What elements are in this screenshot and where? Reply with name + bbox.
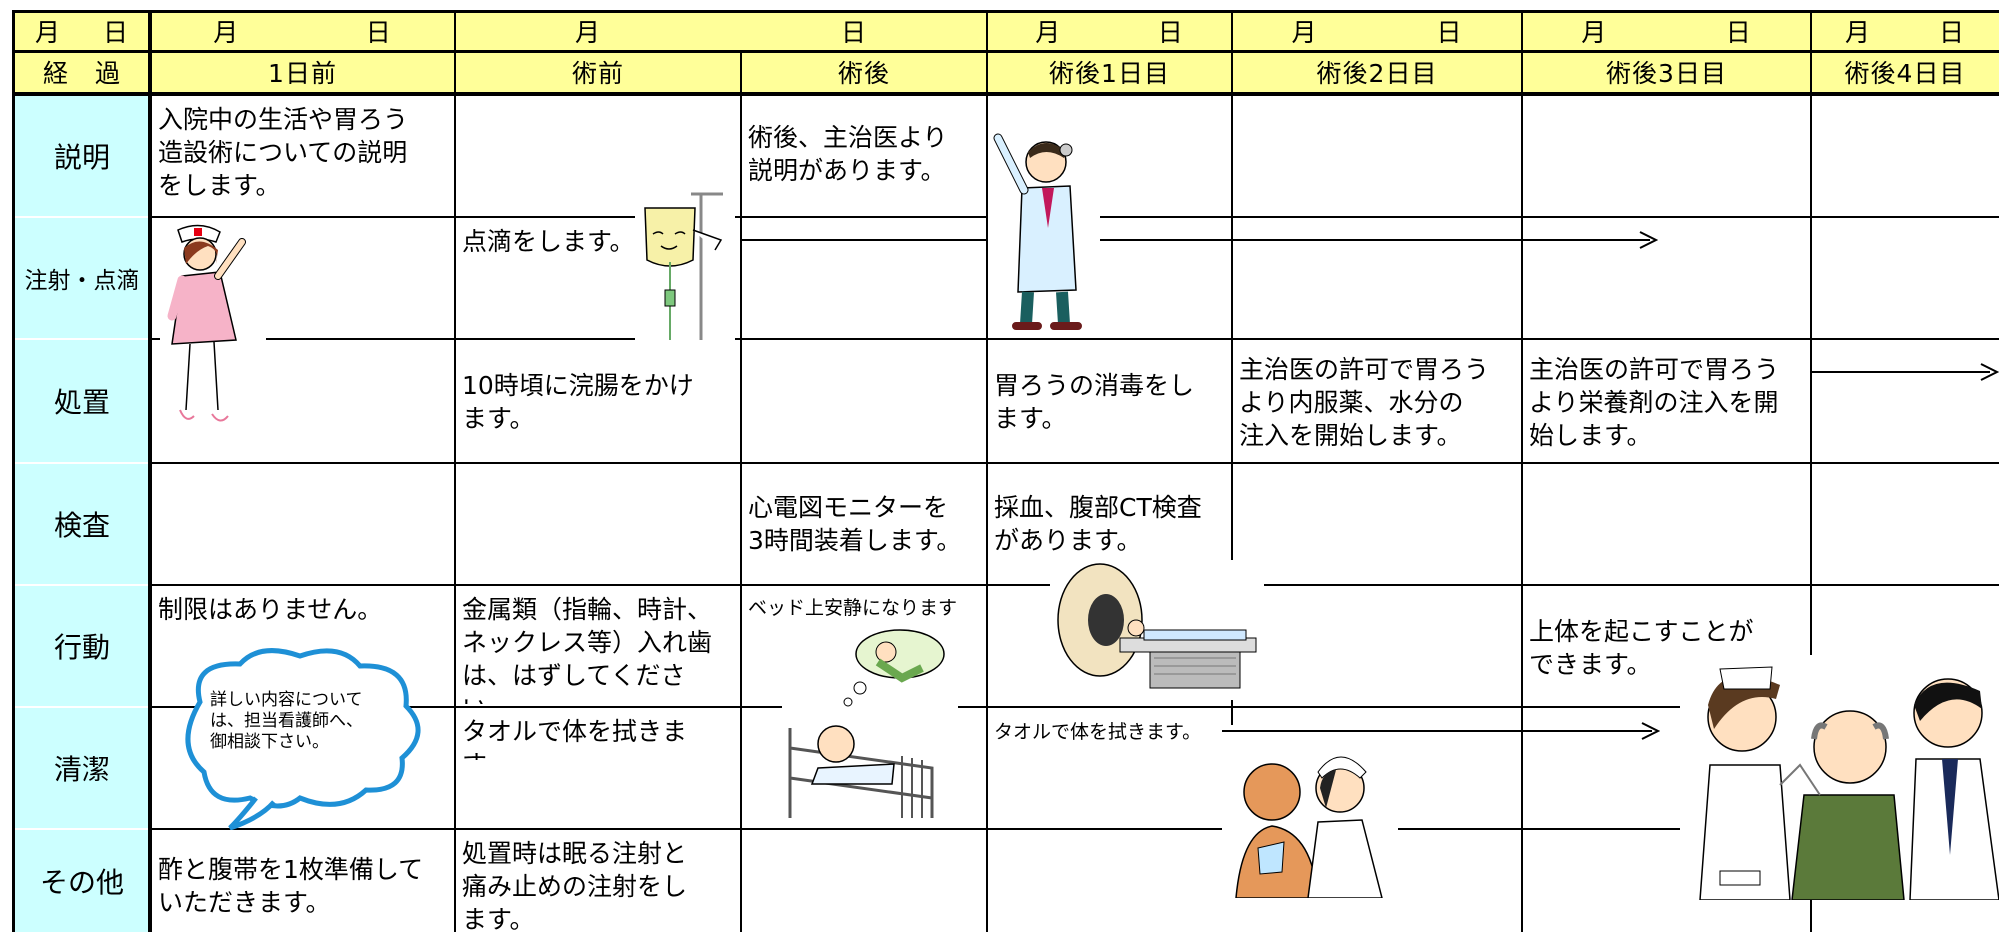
- grid-line: [1810, 96, 1812, 656]
- header-date-col3: 月日: [987, 12, 1232, 50]
- grid-line: [986, 10, 988, 96]
- grid-line: [1521, 10, 1523, 96]
- arrow-line: [1100, 239, 1650, 241]
- header-post-op-day4: 術後4日目: [1811, 52, 1999, 92]
- month-label: 月: [574, 18, 601, 47]
- month-label: 月: [1581, 18, 1608, 47]
- month-label: 月: [1291, 18, 1318, 47]
- cell-hygiene-pre-op: タオルで体を拭きます。: [462, 717, 688, 760]
- grid-line: [150, 338, 1999, 340]
- header-date-col1: 月日: [150, 12, 455, 50]
- bed-patient-illustration: [782, 628, 958, 824]
- row-label-treatment: 処置: [14, 340, 150, 462]
- nurse-wiping-patient-illustration: [1222, 742, 1398, 898]
- grid-line: [12, 92, 1999, 96]
- grid-line: [1231, 700, 1233, 725]
- grid-line: [454, 96, 456, 932]
- arrow-line: [741, 216, 991, 218]
- header-course-label: 経 過: [14, 52, 150, 92]
- cell-treatment-post-op-day2: 主治医の許可で胃ろう より内服薬、水分の 注入を開始します。: [1239, 355, 1490, 450]
- grid-line: [148, 10, 152, 932]
- header-date-label: 月日: [14, 12, 150, 50]
- cell-iv-pre-op: 点滴をします。: [462, 227, 635, 256]
- arrow-head-icon: [1980, 363, 1999, 381]
- cell-activity-post-op: ベッド上安静になります: [748, 597, 958, 619]
- header-date-col6: 月日: [1811, 12, 1999, 50]
- speech-cloud-text: 詳しい内容について は、担当看護師へ、 御相談下さい。: [210, 690, 363, 752]
- month-label: 月: [213, 18, 240, 47]
- arrow-head-icon: [1639, 231, 1658, 249]
- cell-treatment-post-op-day3: 主治医の許可で胃ろう より栄養剤の注入を開 始します。: [1529, 355, 1780, 450]
- day-label: 日: [1725, 18, 1752, 47]
- header-date-col5: 月日: [1522, 12, 1811, 50]
- cell-other-day-before: 酢と腹帯を1枚準備して いただきます。: [158, 855, 424, 917]
- row-label-hygiene: 清潔: [14, 708, 150, 828]
- grid-line: [740, 52, 742, 96]
- cell-treatment-pre-op: 10時頃に浣腸をかけ ます。: [462, 371, 694, 433]
- grid-line: [986, 96, 988, 932]
- day-label: 日: [1436, 18, 1463, 47]
- grid-line: [150, 462, 1999, 464]
- header-date-col4: 月日: [1232, 12, 1522, 50]
- header-post-op-day1: 術後1日目: [987, 52, 1232, 92]
- grid-line: [454, 10, 456, 96]
- cell-exam-post-op: 心電図モニターを 3時間装着します。: [748, 493, 962, 555]
- day-label: 日: [365, 18, 392, 47]
- cell-hygiene-post-op-day1: タオルで体を拭きます。: [994, 721, 1202, 743]
- grid-line: [12, 10, 15, 932]
- cell-activity-post-op-day3: 上体を起こすことが できます。: [1529, 617, 1754, 679]
- header-post-op-day3: 術後3日目: [1522, 52, 1811, 92]
- row-label-other: その他: [14, 830, 150, 932]
- grid-line: [12, 10, 1999, 13]
- month-label: 月: [1844, 18, 1871, 47]
- month-label: 月: [34, 18, 61, 47]
- row-label-activity: 行動: [14, 586, 150, 706]
- day-label: 日: [840, 18, 867, 47]
- arrow-line: [741, 239, 991, 241]
- header-date-col2: 月日: [455, 12, 987, 50]
- iv-drip-illustration: [635, 190, 735, 342]
- grid-line: [1231, 10, 1233, 96]
- cell-explain-post-op: 術後、主治医より 説明があります。: [748, 123, 948, 185]
- grid-line: [1810, 900, 1812, 932]
- month-label: 月: [1035, 18, 1062, 47]
- header-pre-op: 術前: [455, 52, 741, 92]
- nurse-illustration: [160, 220, 266, 430]
- header-day-before: 1日前: [150, 52, 455, 92]
- header-post-op: 術後: [741, 52, 987, 92]
- day-label: 日: [102, 18, 129, 47]
- row-label-explanation: 説明: [14, 96, 150, 216]
- arrow-head-icon: [1641, 722, 1660, 740]
- doctor-illustration: [988, 128, 1100, 334]
- ct-scanner-illustration: [1050, 560, 1264, 700]
- day-label: 日: [1938, 18, 1965, 47]
- arrow-line: [1810, 371, 1990, 373]
- cell-exam-post-op-day1: 採血、腹部CT検査 があります。: [994, 493, 1202, 555]
- grid-line: [1231, 96, 1233, 566]
- cell-treatment-post-op-day1: 胃ろうの消毒をし ます。: [994, 371, 1195, 433]
- header-post-op-day2: 術後2日目: [1232, 52, 1522, 92]
- cell-activity-day-before: 制限はありません。: [158, 595, 383, 624]
- family-group-illustration: [1680, 655, 1999, 900]
- cell-activity-pre-op: 金属類（指輪、時計、 ネックレス等）入れ歯 は、はずしてください。: [462, 595, 713, 704]
- cell-other-pre-op: 処置時は眠る注射と 痛み止めの注射をし ます。: [462, 839, 688, 932]
- grid-line: [740, 96, 742, 932]
- grid-line: [1521, 96, 1523, 932]
- grid-line: [12, 50, 1999, 53]
- arrow-line: [1222, 730, 1652, 732]
- cell-explain-day-before: 入院中の生活や胃ろう 造設術についての説明 をします。: [158, 105, 409, 200]
- grid-line: [150, 828, 1999, 830]
- row-label-injection: 注射・点滴: [14, 218, 150, 338]
- row-label-examination: 検査: [14, 464, 150, 584]
- day-label: 日: [1157, 18, 1184, 47]
- grid-line: [150, 706, 1999, 708]
- speech-cloud-icon: [185, 648, 421, 830]
- grid-line: [1810, 10, 1812, 96]
